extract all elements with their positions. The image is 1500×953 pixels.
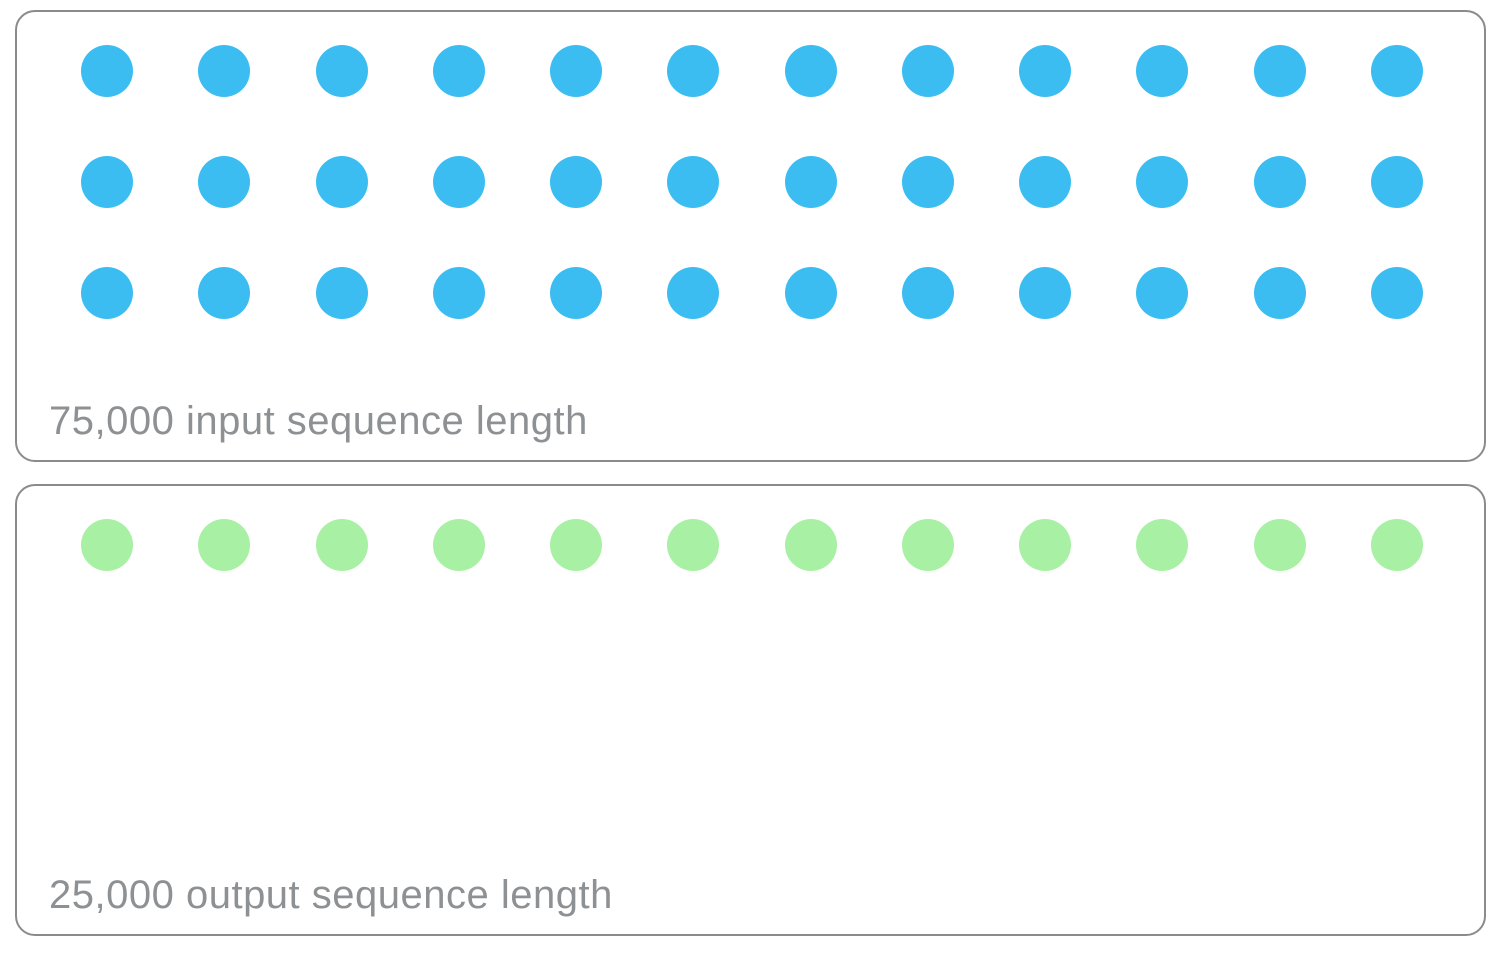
token-dot [550,156,603,208]
token-dot-row [81,156,1423,208]
token-dot [1136,156,1189,208]
token-dot [550,45,603,97]
token-dot [784,519,837,571]
output-sequence-panel: 25,000 output sequence length [15,484,1486,936]
token-dot [1019,156,1072,208]
token-dot [901,45,954,97]
token-dot [1019,267,1072,319]
token-dot [784,45,837,97]
token-dot [1136,519,1189,571]
token-dot [1019,519,1072,571]
token-dot-row [81,45,1423,97]
token-dot [1253,45,1306,97]
token-dot [1253,156,1306,208]
input-sequence-label: 75,000 input sequence length [49,399,588,443]
token-dot [198,267,251,319]
token-dot [784,267,837,319]
token-dot [1370,45,1423,97]
token-dot [198,519,251,571]
token-dot [198,45,251,97]
token-dot [81,267,133,319]
token-dot [81,519,133,571]
token-dot [315,519,368,571]
token-dot [432,267,485,319]
token-dot [550,267,603,319]
token-dot [1019,45,1072,97]
input-token-dot-grid [81,45,1423,319]
token-dot [667,156,720,208]
token-dot [550,519,603,571]
output-token-dot-grid [81,519,1423,571]
token-dot [667,519,720,571]
token-dot-row [81,519,1423,571]
token-dot [1370,156,1423,208]
token-dot [784,156,837,208]
token-dot [901,519,954,571]
token-dot [1253,519,1306,571]
token-dot [667,45,720,97]
output-sequence-label: 25,000 output sequence length [49,873,613,917]
token-dot [901,156,954,208]
token-dot [432,156,485,208]
token-dot [315,156,368,208]
token-dot [315,267,368,319]
token-dot [432,519,485,571]
token-dot-row [81,267,1423,319]
token-dot [667,267,720,319]
token-dot [315,45,368,97]
token-dot [1136,267,1189,319]
token-dot [198,156,251,208]
input-sequence-panel: 75,000 input sequence length [15,10,1486,462]
token-dot [1370,267,1423,319]
token-dot [81,156,133,208]
token-dot [1370,519,1423,571]
token-dot [901,267,954,319]
token-dot [81,45,133,97]
token-dot [432,45,485,97]
token-dot [1136,45,1189,97]
token-dot [1253,267,1306,319]
